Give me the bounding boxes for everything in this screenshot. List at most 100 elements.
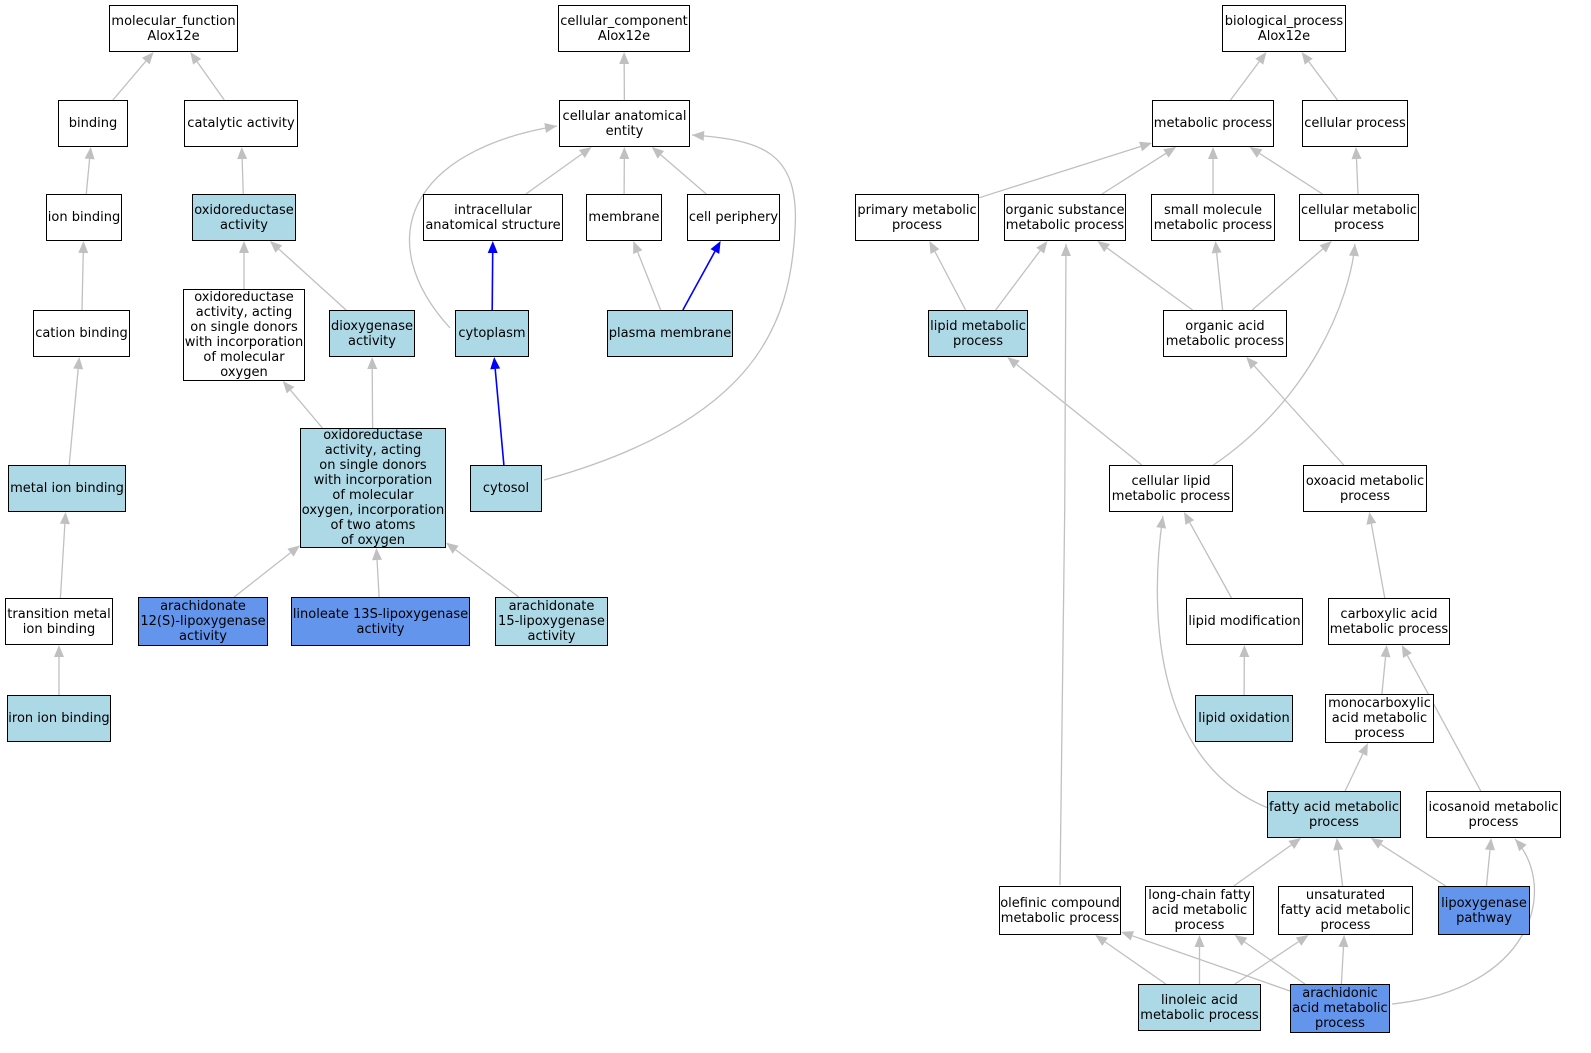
edge-ion_binding-to-binding [85,158,91,195]
node-lipid-metabolic-process[interactable]: lipid metabolic process [928,310,1028,357]
node-monocarboxylic-acid-metabolic-process[interactable]: monocarboxylic acid metabolic process [1325,694,1434,743]
node-cellular-metabolic-process[interactable]: cellular metabolic process [1299,194,1419,241]
edge-cellular_met-to-metabolic-arrowhead [1249,147,1263,158]
edge-ara12s-to-oxred_two-arrowhead [287,545,300,557]
edge-long_chain-to-fatty_acid-arrowhead [1288,838,1302,850]
node-cation-binding[interactable]: cation binding [33,310,130,357]
node-oxidoreductase-single-donors[interactable]: oxidoreductase activity, acting on singl… [183,289,305,381]
edge-oxred_two-to-oxred_single [290,389,323,429]
node-arachidonate-15-lipoxygenase[interactable]: arachidonate 15-lipoxygenase activity [495,597,608,646]
node-binding[interactable]: binding [58,100,128,147]
node-cellular-process[interactable]: cellular process [1302,100,1408,147]
node-cellular-anatomical-entity[interactable]: cellular anatomical entity [559,100,690,147]
edge-arachidonic-to-unsaturated [1340,946,1345,985]
edge-ara15-to-oxred_two [455,549,520,598]
node-primary-metabolic-process[interactable]: primary metabolic process [855,194,979,241]
edge-lin13s-to-oxred_two-arrowhead [372,548,383,561]
node-metal-ion-binding[interactable]: metal ion binding [8,465,126,512]
edge-plasma_membrane-to-cell_periphery [682,251,716,311]
node-linoleic-acid-metabolic-process[interactable]: linoleic acid metabolic process [1138,984,1261,1031]
edge-linoleic-to-long_chain-arrowhead [1194,935,1205,947]
node-lipoxygenase-pathway[interactable]: lipoxygenase pathway [1438,886,1530,935]
edge-long_chain-to-fatty_acid [1233,844,1292,887]
edge-lipoxygenase-to-fatty_acid-arrowhead [1370,838,1384,849]
node-transition-metal-ion-binding[interactable]: transition metal ion binding [5,598,113,645]
edge-oxred_two-to-oxred_single-arrowhead [282,381,295,394]
edge-cellular_proc-to-bp_root-arrowhead [1301,52,1313,65]
edge-arachidonic-to-unsaturated-arrowhead [1338,935,1349,948]
edge-cytosol-to-cytoplasm [494,368,505,466]
edge-plasma_membrane-to-membrane [637,251,662,311]
edge-cytosol-to-cell_anat [543,134,797,481]
edge-cell_anat-to-cc_root-arrowhead [619,52,630,65]
edge-lipid_met-to-primary_met-arrowhead [929,241,940,254]
node-metabolic-process[interactable]: metabolic process [1152,100,1274,147]
node-icosanoid-metabolic-process[interactable]: icosanoid metabolic process [1426,791,1561,838]
edge-lipid_met-to-organic_sub-arrowhead [1036,241,1048,254]
node-cellular-component-root[interactable]: cellular_component Alox12e [558,5,690,52]
node-carboxylic-acid-metabolic-process[interactable]: carboxylic acid metabolic process [1328,598,1450,645]
edge-cytoplasm-to-intracellular-arrowhead [487,241,498,254]
node-olefinic-compound-metabolic-process[interactable]: olefinic compound metabolic process [999,886,1121,935]
edge-cytoplasm-to-cell_anat-arrowhead [544,122,557,133]
edge-linoleic-to-olefinic-arrowhead [1095,935,1108,946]
node-lipid-oxidation[interactable]: lipid oxidation [1195,695,1293,742]
edge-olefinic-to-organic_sub [1059,243,1067,886]
node-plasma-membrane[interactable]: plasma membrane [607,310,733,357]
edge-ara12s-to-oxred_two [233,552,291,598]
edge-oxred_two-to-dioxygenase-arrowhead [367,357,378,370]
edge-lipoxygenase-to-icosanoid [1485,849,1491,887]
node-molecular-function-root[interactable]: molecular_function Alox12e [109,5,238,52]
node-dioxygenase-activity[interactable]: dioxygenase activity [329,310,415,357]
edge-organic_sub-to-metabolic-arrowhead [1163,147,1176,158]
node-organic-substance-metabolic-process[interactable]: organic substance metabolic process [1004,194,1126,241]
node-oxidoreductase-two-atoms[interactable]: oxidoreductase activity, acting on singl… [300,428,446,548]
node-lipid-modification[interactable]: lipid modification [1186,598,1303,645]
edge-cytoplasm-to-cell_anat [408,125,558,329]
node-oxoacid-metabolic-process[interactable]: oxoacid metabolic process [1303,465,1427,512]
node-cellular-lipid-metabolic-process[interactable]: cellular lipid metabolic process [1109,465,1233,512]
edge-catalytic-to-mf_root-arrowhead [190,52,202,65]
edge-icosanoid-to-carboxylic-arrowhead [1401,645,1412,658]
node-fatty-acid-metabolic-process[interactable]: fatty acid metabolic process [1267,791,1401,838]
edge-oxoacid-to-organic_acid-arrowhead [1246,357,1258,370]
node-biological-process-root[interactable]: biological_process Alox12e [1222,5,1346,52]
node-linoleate-13s-lipoxygenase[interactable]: linoleate 13S-lipoxygenase activity [291,597,470,646]
edge-fatty_acid-to-cell_lipid [1156,515,1269,809]
edge-metal_ion-to-cation_binding [68,368,79,466]
edge-lin13s-to-oxred_two [376,559,380,598]
edge-cellular_met-to-cellular_proc [1355,158,1359,195]
node-arachidonic-acid-metabolic-process[interactable]: arachidonic acid metabolic process [1290,984,1390,1033]
edge-unsaturated-to-fatty_acid-arrowhead [1333,838,1344,851]
node-cytoplasm[interactable]: cytoplasm [455,310,529,357]
node-oxidoreductase-activity[interactable]: oxidoreductase activity [192,194,296,241]
node-cell-periphery[interactable]: cell periphery [687,194,780,241]
edge-dioxygenase-to-oxidoreductase [278,248,347,311]
edge-arachidonic-to-long_chain-arrowhead [1234,935,1248,946]
node-organic-acid-metabolic-process[interactable]: organic acid metabolic process [1163,310,1287,357]
node-arachidonate-12s-lipoxygenase[interactable]: arachidonate 12(S)-lipoxygenase activity [138,597,268,646]
node-cytosol[interactable]: cytosol [470,465,542,512]
edge-metabolic-to-bp_root-arrowhead [1255,52,1267,65]
edge-cell_periphery-to-cell_anat-arrowhead [651,147,665,159]
edge-transition_metal-to-metal_ion-arrowhead [59,512,70,525]
edge-unsaturated-to-fatty_acid [1337,849,1344,887]
edge-linoleic-to-olefinic [1104,941,1167,985]
node-intracellular-anatomical-structure[interactable]: intracellular anatomical structure [423,194,563,241]
node-ion-binding[interactable]: ion binding [46,194,122,241]
node-catalytic-activity[interactable]: catalytic activity [184,100,298,147]
edge-iron_ion-to-transition_metal-arrowhead [54,645,64,657]
edge-ion_binding-to-binding-arrowhead [84,147,95,160]
node-iron-ion-binding[interactable]: iron ion binding [7,695,111,742]
node-membrane[interactable]: membrane [586,194,662,241]
edge-dioxygenase-to-oxidoreductase-arrowhead [269,241,283,253]
edge-arachidonic-to-long_chain [1244,941,1306,985]
edge-lipoxygenase-to-icosanoid-arrowhead [1485,838,1495,851]
edge-cellular_met-to-metabolic [1259,152,1323,195]
edge-fatty_acid-to-monocarbox [1344,753,1364,792]
node-small-molecule-metabolic-process[interactable]: small molecule metabolic process [1151,194,1275,241]
node-unsaturated-fatty-acid-metabolic-process[interactable]: unsaturated fatty acid metabolic process [1278,886,1413,935]
edge-cell_periphery-to-cell_anat [660,154,707,195]
edge-plasma_membrane-to-cell_periphery-arrowhead [710,241,721,254]
node-long-chain-fatty-acid-metabolic-process[interactable]: long-chain fatty acid metabolic process [1145,886,1254,935]
